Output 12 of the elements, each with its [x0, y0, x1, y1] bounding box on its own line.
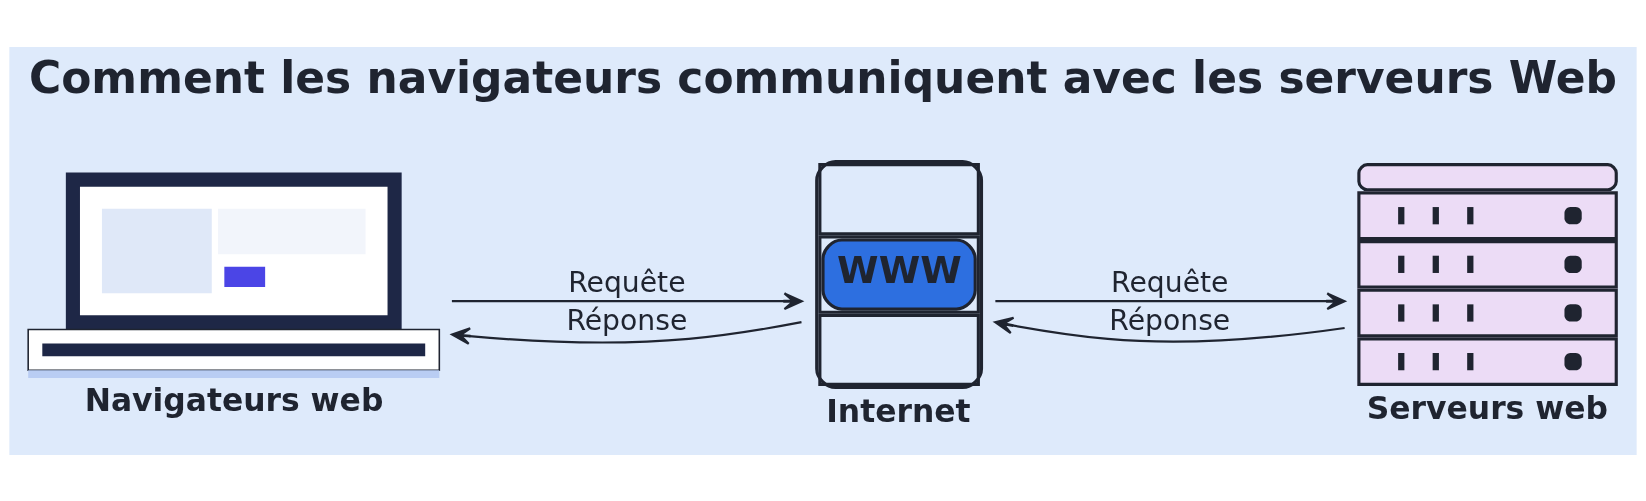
arrow — [451, 320, 802, 345]
arrow — [451, 291, 803, 310]
arrow — [995, 291, 1346, 310]
arrow — [994, 316, 1345, 343]
edge-label: Réponse — [566, 303, 688, 337]
diagram-title: Comment les navigateurs communiquent avec les serveurs Web — [28, 51, 1617, 103]
edge-label: Requête — [1111, 265, 1229, 299]
edge-label: Réponse — [1109, 303, 1231, 337]
edge-label: Requête — [568, 265, 686, 299]
node-label: Serveurs web — [1366, 389, 1608, 426]
node-label: Internet — [826, 392, 971, 429]
node-label: Navigateurs web — [84, 381, 384, 418]
